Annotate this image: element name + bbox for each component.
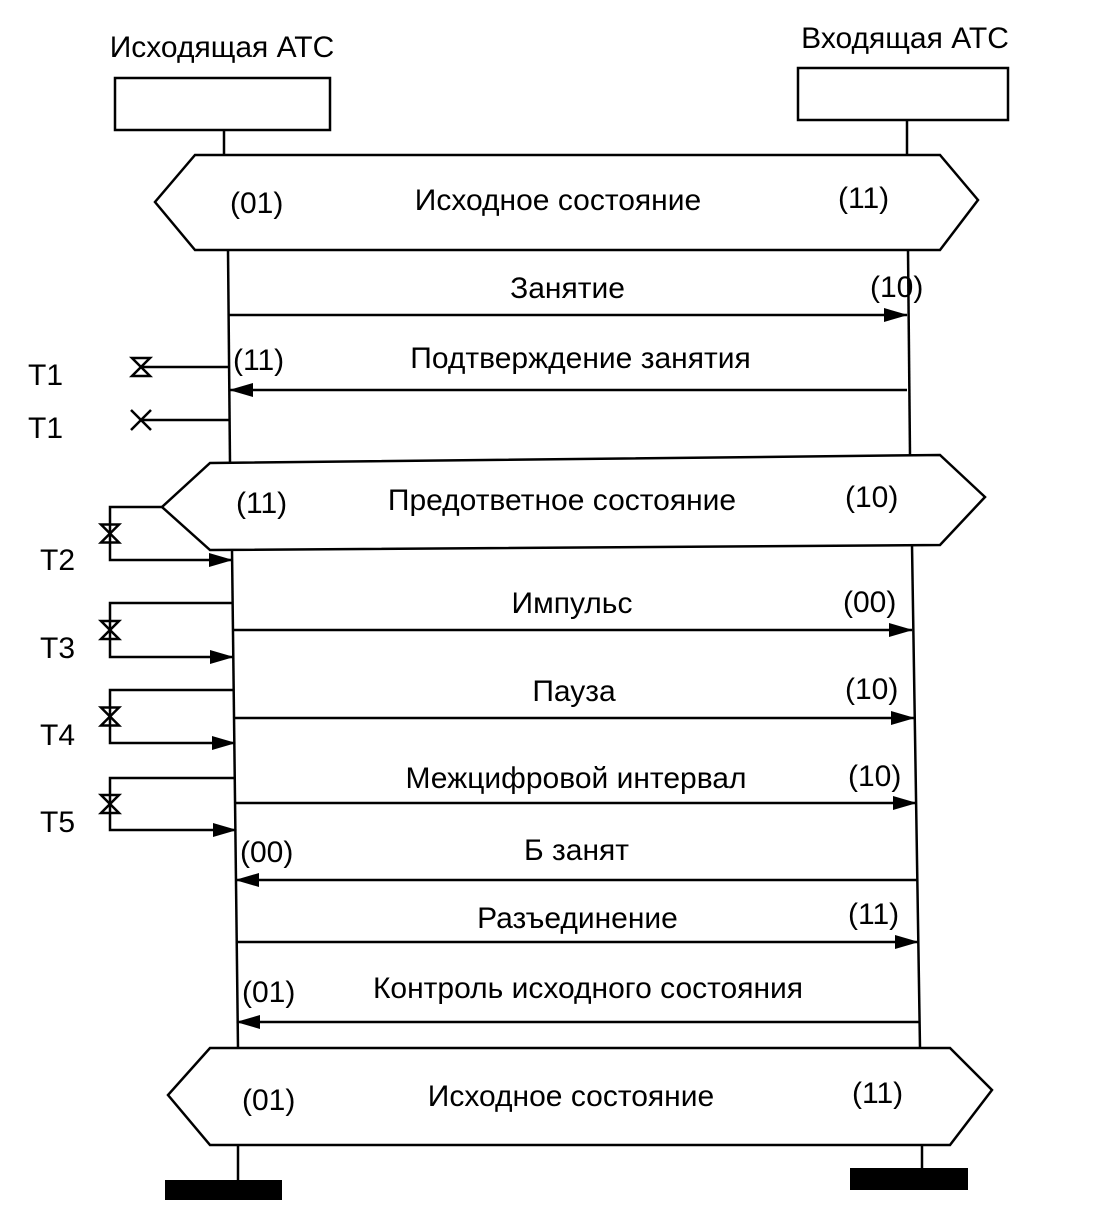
message-label: Занятие — [510, 272, 625, 305]
timer-t3: T3 — [40, 601, 234, 665]
state-right-code: (11) — [838, 182, 889, 215]
timer-t1-expiry: T1 — [28, 409, 229, 445]
state-hexagon: (11) Предответное состояние (10) — [160, 453, 987, 552]
timer-label: T1 — [28, 412, 63, 445]
message-code: (10) — [848, 760, 901, 793]
message-label: Контроль исходного состояния — [373, 972, 803, 1005]
message-label: Разъединение — [477, 902, 678, 935]
timer-t1-start: T1 — [28, 356, 228, 392]
message-4: Пауза (10) — [234, 673, 915, 725]
timer-label: T3 — [40, 632, 75, 665]
state-hexagon: (01) Исходное состояние (11) — [166, 1046, 994, 1147]
message-code: (10) — [870, 271, 923, 304]
state-left-code: (01) — [242, 1084, 295, 1117]
message-5: Межцифровой интервал (10) — [236, 760, 917, 810]
timer-hourglass-icon — [97, 793, 123, 815]
message-code: (01) — [242, 976, 295, 1009]
message-2: Подтверждение занятия (11) — [229, 342, 907, 397]
message-label: Межцифровой интервал — [405, 762, 746, 795]
state-right-code: (11) — [852, 1077, 903, 1110]
message-label: Пауза — [532, 675, 616, 708]
message-code: (10) — [845, 673, 898, 706]
state-label: Предответное состояние — [388, 484, 736, 517]
message-code: (00) — [843, 586, 896, 619]
entity-left-label: Исходящая АТС — [110, 31, 335, 64]
state-label: Исходное состояние — [415, 184, 701, 217]
message-7: Разъединение (11) — [237, 898, 919, 949]
message-code: (11) — [848, 898, 899, 931]
message-label: Подтверждение занятия — [410, 342, 750, 375]
message-3: Импульс (00) — [232, 586, 913, 637]
entity-right-label: Входящая АТС — [801, 22, 1009, 55]
timer-hourglass-icon — [97, 523, 123, 544]
timer-hourglass-icon — [128, 356, 154, 378]
lifeline-left — [222, 130, 240, 1180]
entity-left-box — [113, 76, 332, 132]
message-6: Б занят (00) — [235, 834, 917, 887]
state-right-code: (10) — [845, 481, 898, 514]
state-hexagon: (01) Исходное состояние (11) — [153, 153, 980, 252]
message-8: Контроль исходного состояния (01) — [236, 972, 919, 1029]
timer-label: T2 — [40, 544, 75, 577]
timer-label: T5 — [40, 806, 75, 839]
timer-expired-icon — [130, 409, 152, 431]
entity-right-box — [796, 66, 1010, 122]
message-1: Занятие (10) — [228, 271, 923, 322]
state-label: Исходное состояние — [428, 1080, 714, 1113]
timer-hourglass-icon — [97, 619, 123, 641]
timer-t4: T4 — [40, 688, 236, 752]
timer-hourglass-icon — [97, 706, 123, 727]
timer-t5: T5 — [40, 776, 237, 839]
message-code: (11) — [233, 344, 284, 377]
state-left-code: (11) — [236, 487, 287, 520]
lifeline-right-end — [850, 1168, 968, 1190]
message-label: Б занят — [524, 834, 629, 867]
timer-label: T4 — [40, 719, 75, 752]
timer-label: T1 — [28, 359, 63, 392]
lifeline-left-end — [165, 1180, 282, 1200]
state-left-code: (01) — [230, 187, 283, 220]
message-label: Импульс — [512, 587, 633, 620]
message-code: (00) — [240, 836, 293, 869]
timer-t2: T2 — [40, 505, 233, 577]
